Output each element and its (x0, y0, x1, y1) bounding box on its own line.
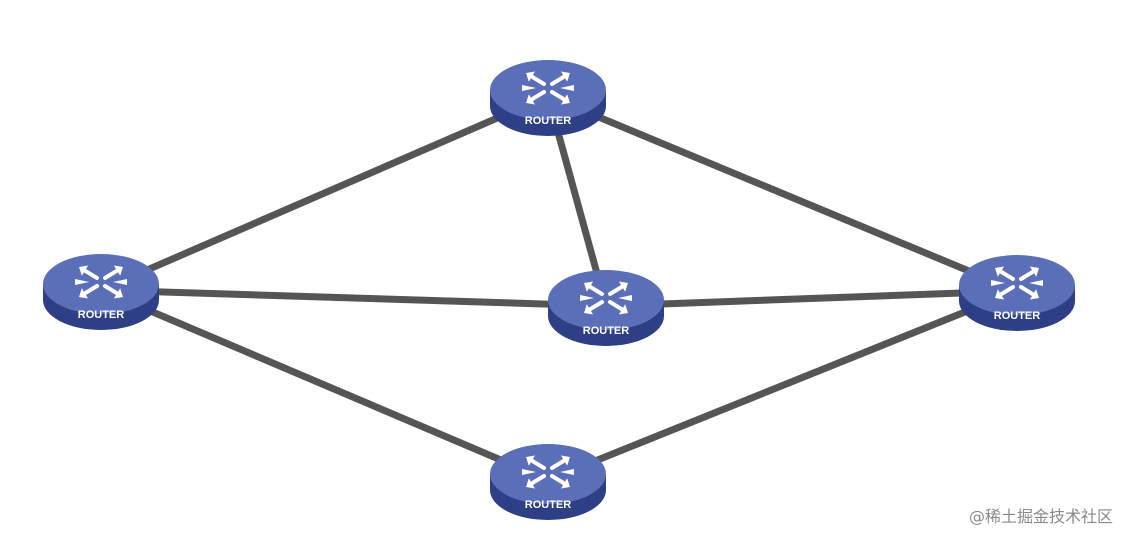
router-node-right: ROUTER (959, 255, 1075, 331)
router-node-bottom: ROUTER (490, 444, 606, 520)
router-label: ROUTER (525, 499, 572, 511)
router-node-top: ROUTER (490, 60, 606, 136)
link-top-right (544, 92, 1021, 295)
router-top (43, 254, 159, 314)
router-node-center: ROUTER (548, 270, 664, 346)
router-top (490, 444, 606, 504)
link-center-right (602, 287, 1021, 310)
router-label: ROUTER (525, 115, 572, 127)
router-top (490, 60, 606, 120)
links-layer (97, 92, 1021, 484)
router-arrows-icon (991, 266, 1043, 300)
link-left-bottom (97, 286, 552, 484)
link-right-bottom (544, 287, 1021, 484)
router-arrows-icon (522, 71, 574, 105)
nodes-layer: ROUTER ROUTER ROUTER ROUTER ROUTER (43, 60, 1075, 520)
link-left-center (97, 286, 610, 310)
router-label: ROUTER (583, 325, 630, 337)
router-arrows-icon (580, 281, 632, 315)
router-top (548, 270, 664, 330)
router-arrows-icon (75, 265, 127, 299)
watermark: @稀土掘金技术社区 (968, 507, 1113, 526)
router-node-left: ROUTER (43, 254, 159, 330)
link-top-left (97, 92, 552, 294)
router-top (959, 255, 1075, 315)
router-label: ROUTER (78, 309, 125, 321)
router-label: ROUTER (994, 310, 1041, 322)
router-arrows-icon (522, 455, 574, 489)
